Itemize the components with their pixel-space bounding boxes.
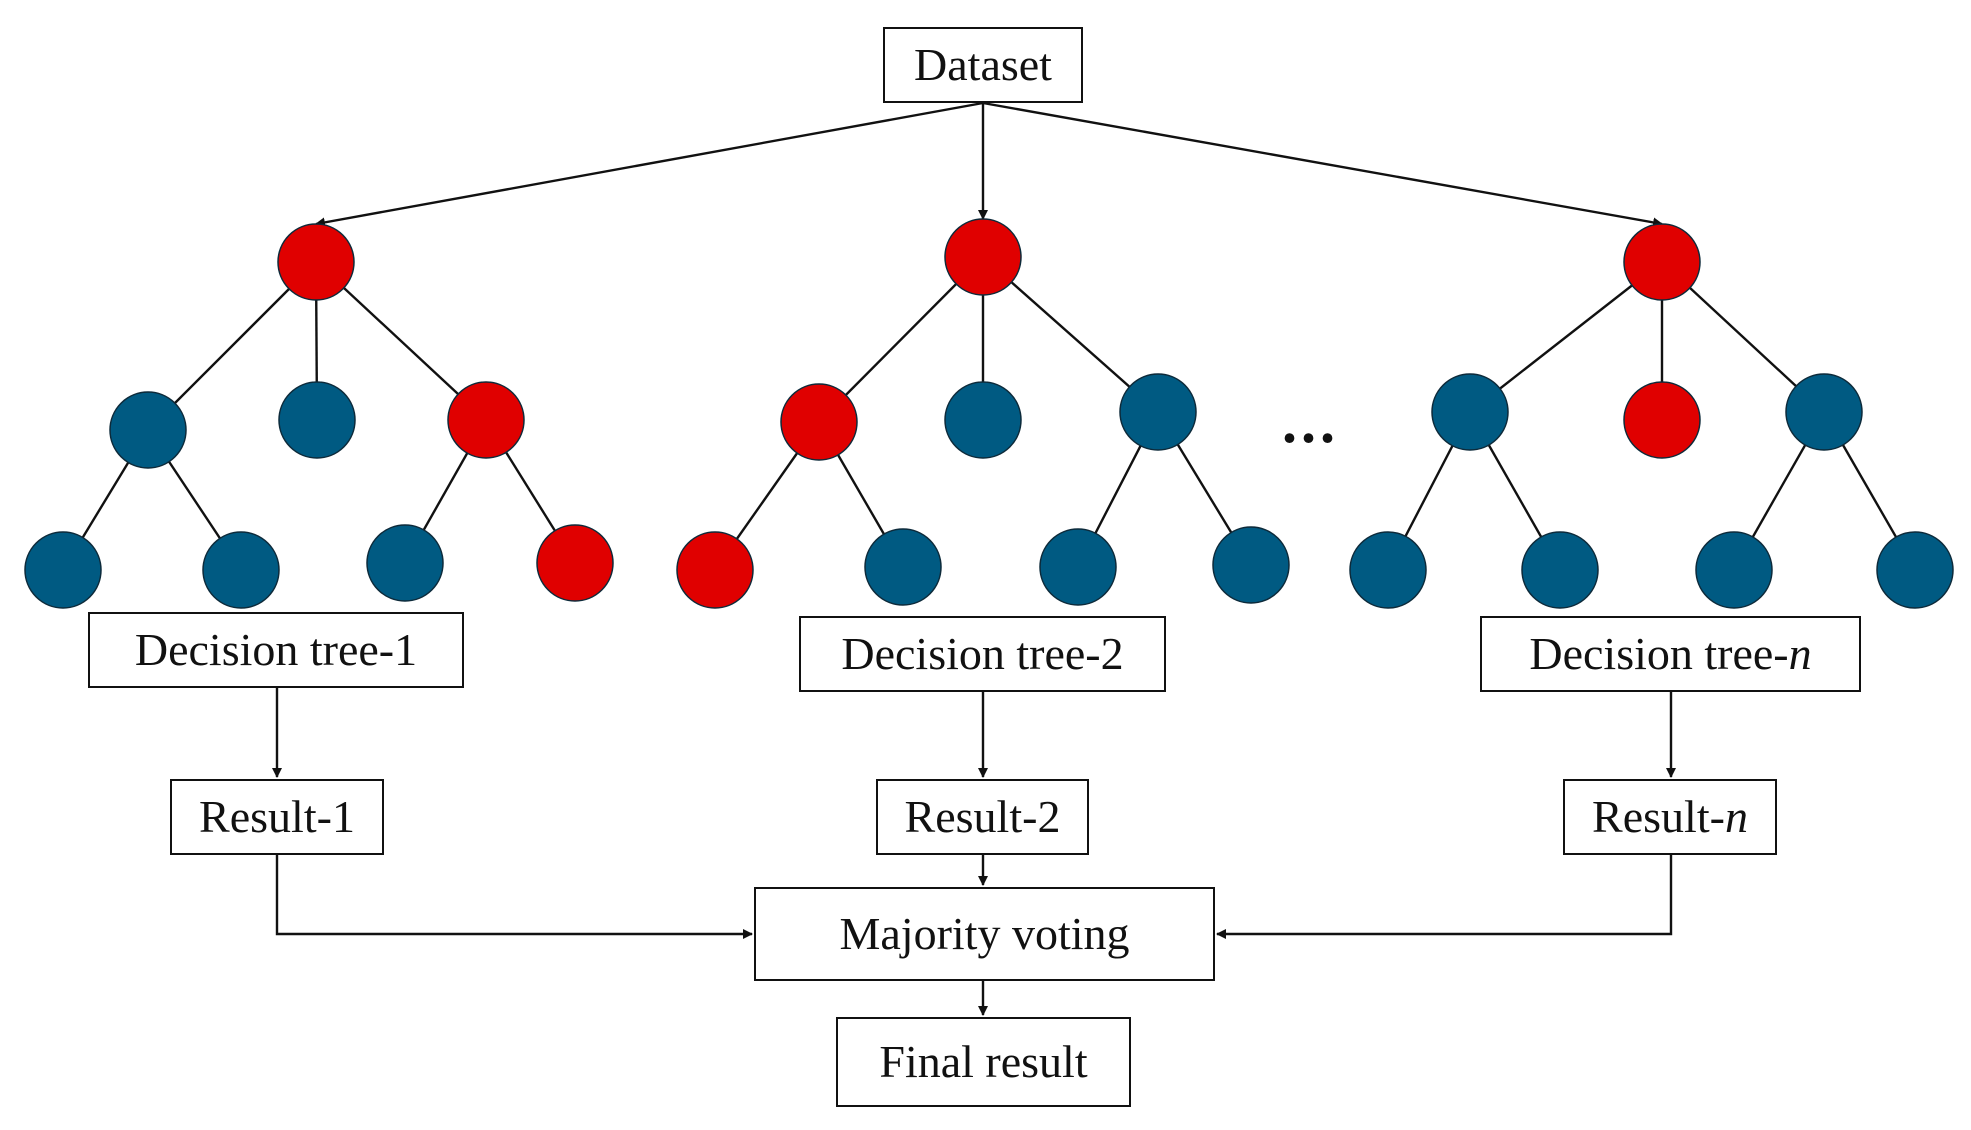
leaf-node xyxy=(1039,528,1117,606)
leaf-node xyxy=(24,531,102,609)
leaf-node xyxy=(1119,373,1197,451)
result-2-label: Result-2 xyxy=(904,791,1061,842)
split-node xyxy=(780,383,858,461)
leaf-node xyxy=(366,524,444,602)
tree-edge xyxy=(982,256,1159,413)
leaf-node xyxy=(864,528,942,606)
final-result-box: Final result xyxy=(836,1017,1131,1107)
result-n-box: Result-n xyxy=(1563,779,1777,855)
arrow-result-n-to-voting xyxy=(1216,855,1673,939)
leaf-node xyxy=(1349,531,1427,609)
arrow-dataset-to-tree-1 xyxy=(315,101,984,228)
flow-arrows xyxy=(272,101,1676,1016)
arrow-dataset-to-tree-n xyxy=(982,101,1663,228)
arrow-result-1-to-voting xyxy=(275,855,753,939)
result-n-label: Result-n xyxy=(1592,791,1748,842)
tree-nodes xyxy=(24,218,1954,609)
final-result-label: Final result xyxy=(879,1036,1088,1087)
decision-tree-1-label: Decision tree-1 xyxy=(134,624,418,675)
split-node xyxy=(536,524,614,602)
leaf-node xyxy=(1431,373,1509,451)
split-node xyxy=(676,531,754,609)
leaf-node xyxy=(202,531,280,609)
majority-voting-label: Majority voting xyxy=(839,908,1130,959)
ellipsis: ... xyxy=(1282,389,1339,455)
split-node xyxy=(944,218,1022,296)
leaf-node xyxy=(109,391,187,469)
tree-edge xyxy=(147,261,317,431)
leaf-node xyxy=(1785,373,1863,451)
decision-tree-1-box: Decision tree-1 xyxy=(88,612,464,688)
tree-edge xyxy=(1469,261,1663,413)
decision-tree-n-label: Decision tree-n xyxy=(1529,628,1812,679)
decision-tree-2-label: Decision tree-2 xyxy=(841,628,1124,679)
leaf-node xyxy=(1876,531,1954,609)
leaf-node xyxy=(1695,531,1773,609)
leaf-node xyxy=(1521,531,1599,609)
leaf-node xyxy=(278,381,356,459)
leaf-node xyxy=(1212,526,1290,604)
dataset-label: Dataset xyxy=(914,39,1052,90)
decision-tree-n-box: Decision tree-n xyxy=(1480,616,1861,692)
leaf-node xyxy=(944,381,1022,459)
split-node xyxy=(277,223,355,301)
result-1-label: Result-1 xyxy=(199,791,355,842)
split-node xyxy=(1623,381,1701,459)
split-node xyxy=(1623,223,1701,301)
result-2-box: Result-2 xyxy=(876,779,1089,855)
majority-voting-box: Majority voting xyxy=(754,887,1215,981)
tree-edge xyxy=(818,256,984,423)
decision-tree-2-box: Decision tree-2 xyxy=(799,616,1166,692)
dataset-box: Dataset xyxy=(883,27,1083,103)
result-1-box: Result-1 xyxy=(170,779,384,855)
split-node xyxy=(447,381,525,459)
